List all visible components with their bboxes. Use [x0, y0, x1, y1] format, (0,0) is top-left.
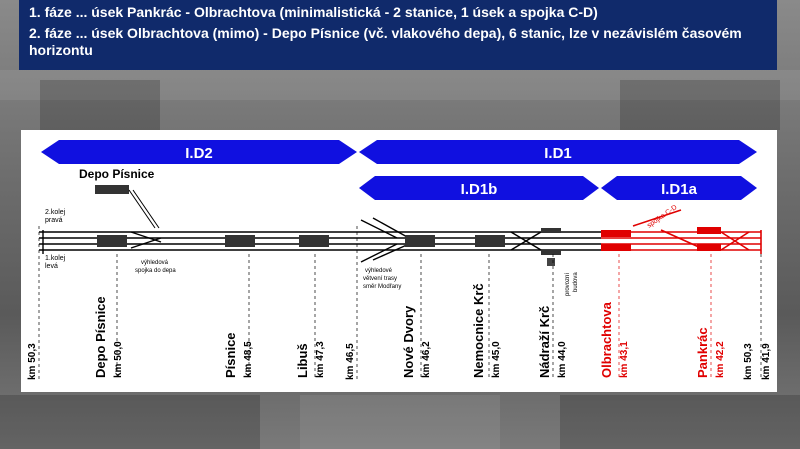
section-arrow-d2 [41, 140, 357, 164]
track-diagram: I.D2 I.D1 I.D1b I.D1a Depo Písnice 2.kol… [21, 130, 777, 392]
section-label-d2: I.D2 [185, 145, 213, 162]
station-km-1: km 48,5 [243, 341, 254, 378]
km-end1: km 50,3 [743, 343, 754, 380]
section-label-d1: I.D1 [544, 145, 572, 162]
station-name-6: Olbrachtova [599, 301, 614, 378]
track1-label: 1.kolej [45, 255, 66, 262]
branch-note-3: směr Modřany [363, 284, 401, 290]
section-label-d1a: I.D1a [661, 181, 698, 198]
station-km-2: km 47,3 [315, 341, 326, 378]
station-km-7: km 42,2 [715, 341, 726, 378]
spojka-cd-label: spojka C-D [646, 204, 678, 230]
track2b-label: pravá [45, 217, 63, 224]
station-name-5: Nádraží Krč [537, 306, 552, 378]
section-arrow-d1 [359, 140, 757, 164]
km-start: km 50,3 [27, 343, 38, 380]
section-arrow-d1b [359, 176, 599, 200]
branch-note-2: větvení trasy [363, 276, 397, 282]
provozni-budova-icon [547, 258, 555, 266]
track1b-label: levá [45, 263, 58, 270]
phase1-text: 1. fáze ... úsek Pankrác - Olbrachtova (… [29, 4, 598, 20]
depo-spojka-1: výhledová [141, 260, 169, 266]
red-platforms [601, 227, 721, 251]
branch-note-1: výhledové [365, 268, 393, 274]
phase2-text: 2. fáze ... úsek Olbrachtova (mimo) - De… [29, 25, 742, 58]
station-km-3: km 46,2 [421, 341, 432, 378]
track2-label: 2.kolej [45, 209, 66, 216]
track-diagram-svg: I.D2 I.D1 I.D1b I.D1a Depo Písnice 2.kol… [27, 140, 772, 380]
provozni-note-1: provozní [565, 273, 571, 296]
km-marker-lines [38, 226, 762, 380]
station-km-5: km 44,0 [557, 341, 568, 378]
provozni-note-2: budova [573, 272, 579, 292]
depo-building [95, 185, 129, 194]
station-km-4: km 45,0 [491, 341, 502, 378]
station-name-3: Nové Dvory [401, 305, 416, 378]
km-end2: km 41,9 [761, 343, 772, 380]
station-platforms [97, 228, 561, 255]
km-mid: km 46,5 [345, 343, 356, 380]
phase-description-box: 1. fáze ... úsek Pankrác - Olbrachtova (… [19, 0, 777, 70]
station-name-4: Nemocnice Krč [471, 283, 486, 378]
section-label-d1b: I.D1b [461, 181, 498, 198]
station-km-0: km 50,0 [113, 341, 124, 378]
depo-label: Depo Písnice [79, 167, 155, 181]
station-labels: Depo Písnice km 50,0 Písnice km 48,5 Lib… [93, 283, 726, 378]
station-name-0: Depo Písnice [93, 296, 108, 378]
station-name-1: Písnice [223, 332, 238, 378]
station-km-6: km 43,1 [619, 341, 630, 378]
station-name-2: Libuš [295, 343, 310, 378]
depo-spojka-2: spojka do depa [135, 268, 176, 274]
station-name-7: Pankrác [695, 327, 710, 378]
section-arrow-d1a [601, 176, 757, 200]
